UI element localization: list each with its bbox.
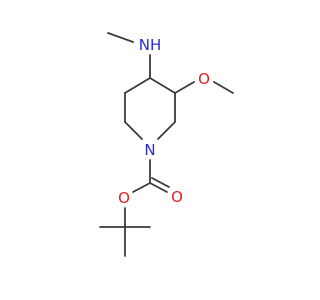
bond-c3-o-methoxy <box>174 81 195 94</box>
bond-methyl-nh <box>107 32 134 43</box>
bonds <box>99 32 234 257</box>
structure-diagram: NH O N O O <box>99 32 234 257</box>
bond-c5-c4 <box>124 77 151 94</box>
atom-o-ester-label: O <box>118 189 130 207</box>
bond-carbonyl-double-2 <box>151 177 170 188</box>
atom-o-methoxy-label: O <box>198 70 210 88</box>
bond-c2-n <box>157 121 176 140</box>
bond-carbonyl-double-1 <box>149 182 168 193</box>
bond-carbonyl-c-o-ester <box>132 182 151 193</box>
atom-nh-label: NH <box>139 36 162 54</box>
atom-labels: NH O N O O <box>118 36 210 207</box>
bond-o-methoxy-methyl <box>213 81 234 94</box>
bond-n-c6 <box>124 121 143 140</box>
bond-c4-c3 <box>149 77 176 94</box>
atom-o-carbonyl-label: O <box>171 188 183 206</box>
atom-n-ring-label: N <box>144 141 155 159</box>
